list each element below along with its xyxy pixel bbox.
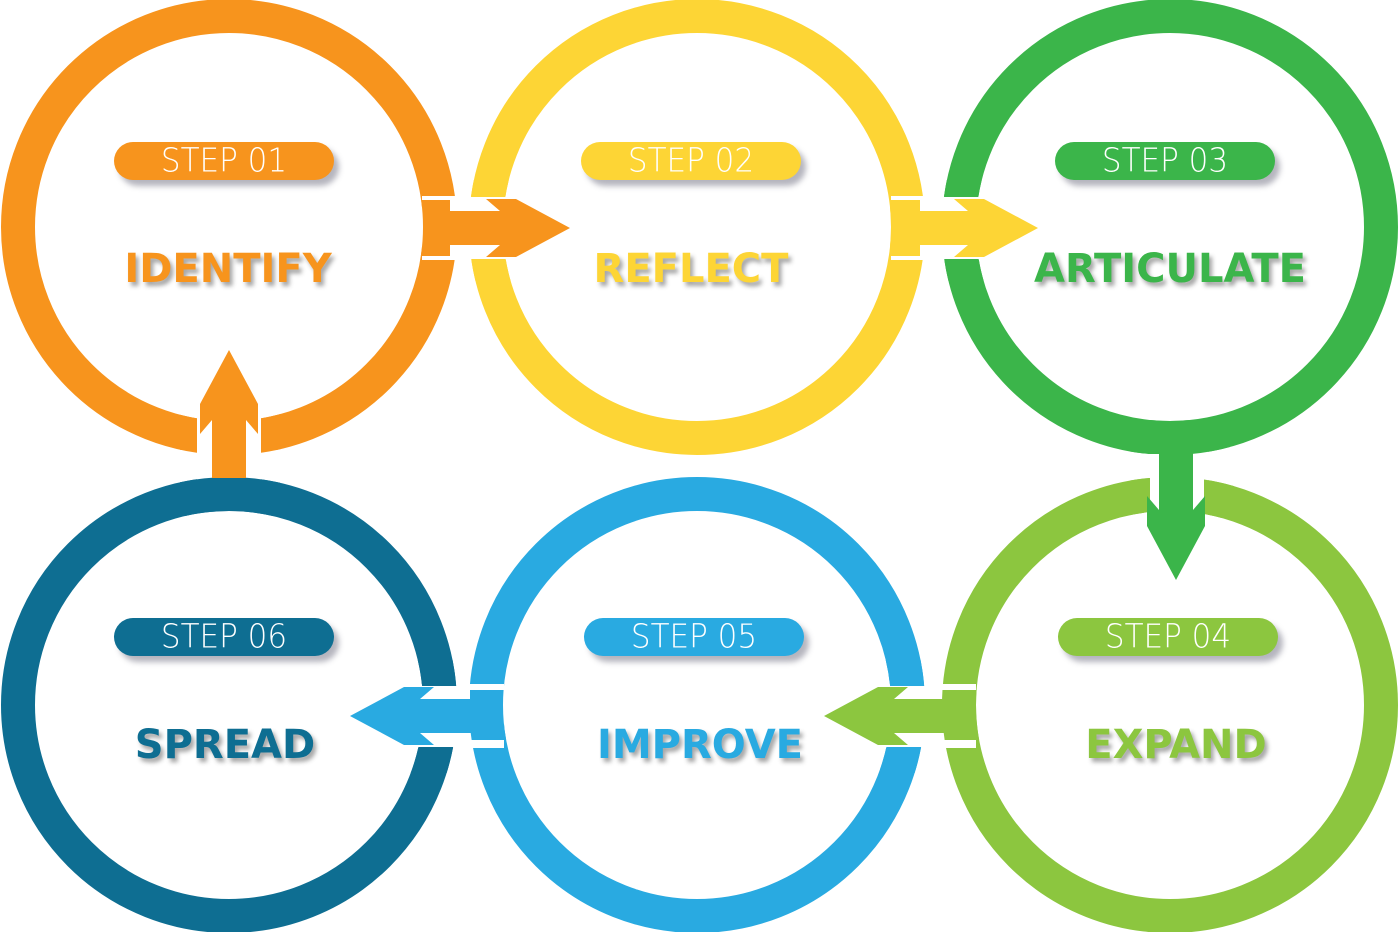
step-06-title: SPREAD (134, 722, 316, 768)
step-03-badge-label: STEP 03 (1101, 142, 1229, 180)
step-05-title: IMPROVE (596, 722, 803, 768)
arrow-reflect-to-articulate (905, 199, 1038, 257)
step-06-badge: STEP 06 (114, 618, 334, 656)
step-04-badge: STEP 04 (1058, 618, 1278, 656)
step-01-badge: STEP 01 (114, 142, 334, 180)
step-01-title: IDENTIFY (124, 246, 332, 292)
step-05-badge-label: STEP 05 (630, 618, 758, 656)
step-03-badge: STEP 03 (1055, 142, 1275, 180)
step-02-badge: STEP 02 (581, 142, 801, 180)
arrow-articulate-to-expand (1147, 440, 1205, 580)
arrow-improve-to-spread (350, 687, 490, 745)
ring-spread-fragment-top-center (180, 477, 280, 516)
step-02-title: REFLECT (593, 246, 789, 292)
step-02-badge-label: STEP 02 (627, 142, 755, 180)
arrow-spread-to-identify (200, 350, 258, 478)
ring-articulate-fragment-bottom-center (1130, 420, 1230, 454)
step-01-badge-label: STEP 01 (160, 142, 288, 180)
step-06-badge-label: STEP 06 (160, 618, 288, 656)
arrow-identify-to-reflect (436, 199, 570, 257)
step-05-badge: STEP 05 (584, 618, 804, 656)
step-03-title: ARTICULATE (1034, 246, 1306, 292)
step-04-title: EXPAND (1085, 722, 1267, 768)
step-04-badge-label: STEP 04 (1104, 618, 1232, 656)
arrow-expand-to-improve (824, 687, 962, 745)
